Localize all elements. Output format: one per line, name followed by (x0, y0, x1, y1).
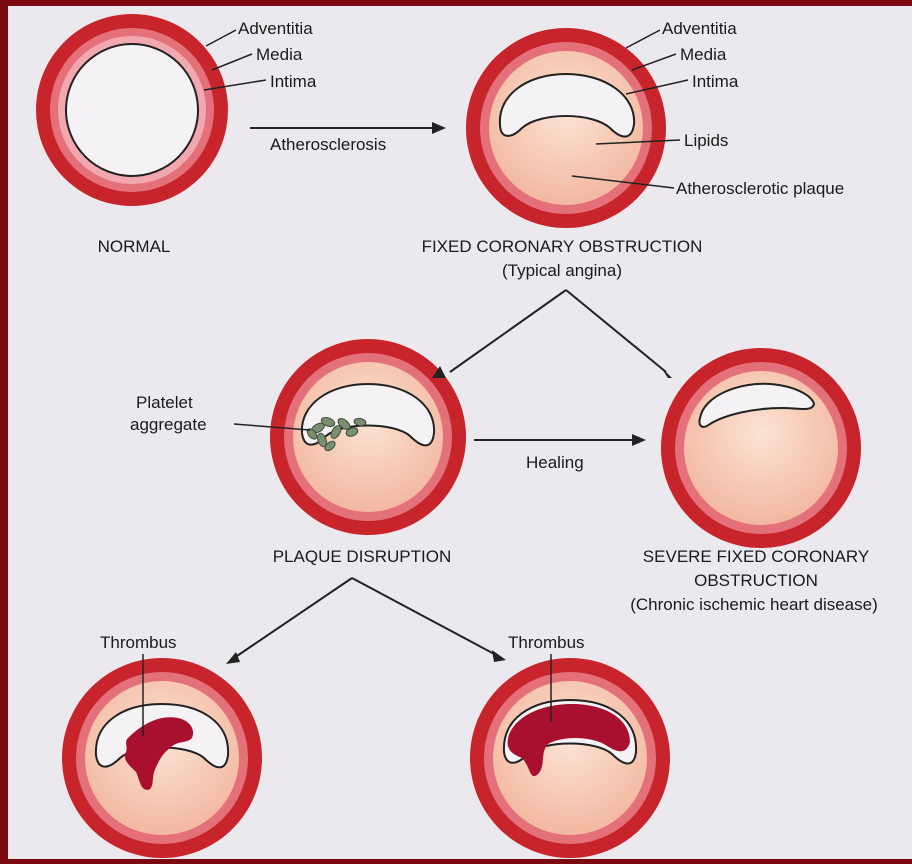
label-thrombus: Thrombus (100, 633, 177, 652)
arrow-label-atherosclerosis: Atherosclerosis (270, 135, 386, 154)
caption-severe-sub: (Chronic ischemic heart disease) (630, 595, 878, 614)
caption-severe-line2: OBSTRUCTION (694, 571, 818, 590)
label-plaque: Atherosclerotic plaque (676, 179, 844, 198)
fixed-obstruction-artery (466, 28, 666, 228)
normal-artery (36, 14, 228, 206)
normal-lumen (66, 44, 198, 176)
caption-disruption: PLAQUE DISRUPTION (273, 547, 452, 566)
label-aggregate: aggregate (130, 415, 207, 434)
label-adventitia: Adventitia (238, 19, 313, 38)
label-thrombus: Thrombus (508, 633, 585, 652)
label-intima: Intima (270, 72, 317, 91)
caption-severe-line1: SEVERE FIXED CORONARY (643, 547, 869, 566)
label-intima: Intima (692, 72, 739, 91)
thrombus-occlusive-artery (470, 658, 670, 858)
label-lipids: Lipids (684, 131, 728, 150)
label-platelet: Platelet (136, 393, 193, 412)
label-media: Media (256, 45, 303, 64)
severe-obstruction-artery (661, 348, 861, 548)
caption-normal: NORMAL (98, 237, 171, 256)
label-media: Media (680, 45, 727, 64)
label-adventitia: Adventitia (662, 19, 737, 38)
caption-fixed-title: FIXED CORONARY OBSTRUCTION (422, 237, 703, 256)
arrow-label-healing: Healing (526, 453, 584, 472)
thrombus-partial-artery (62, 658, 262, 858)
caption-fixed-sub: (Typical angina) (502, 261, 622, 280)
plaque-disruption-artery (270, 339, 466, 535)
